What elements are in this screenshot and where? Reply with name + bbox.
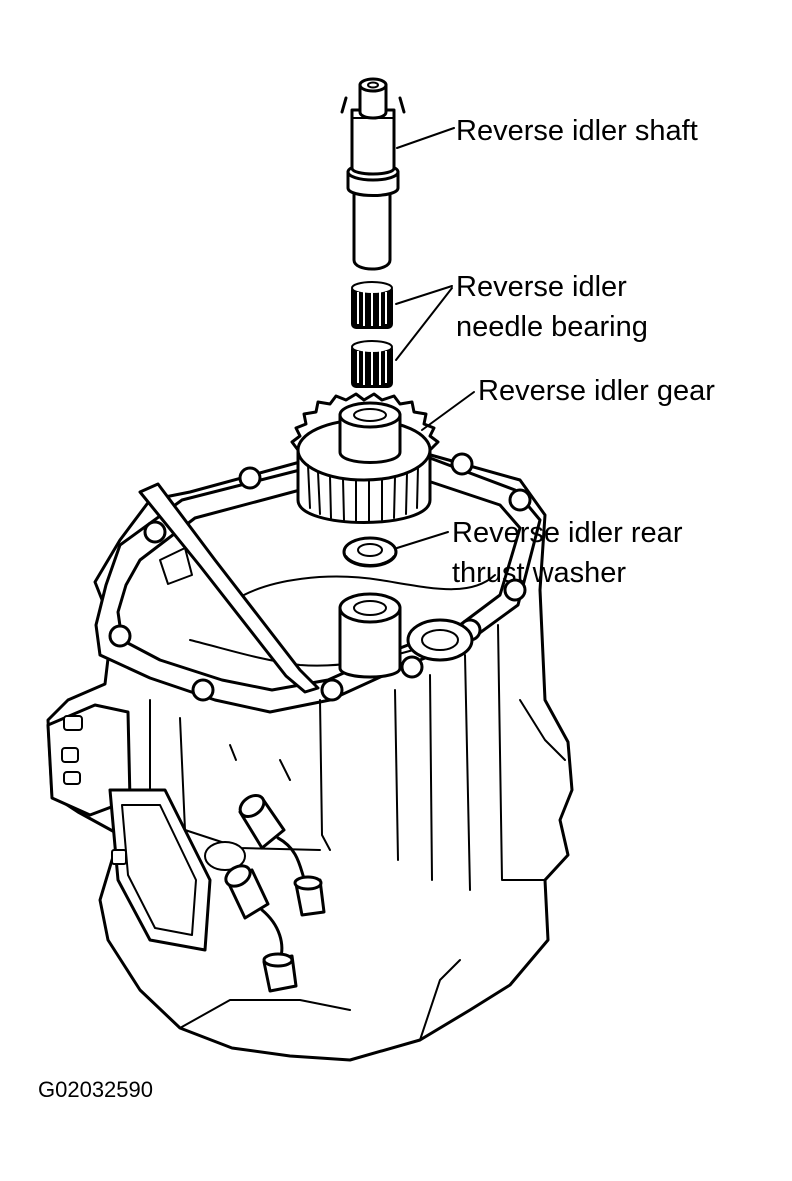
idler-shaft-boss [338, 592, 402, 679]
figure-id: G02032590 [38, 1077, 153, 1102]
bolt-hole [508, 488, 532, 512]
transmission-case [46, 450, 574, 1062]
case-cover-plate [108, 788, 246, 952]
bolt-hole [450, 452, 474, 476]
case-rib [319, 699, 331, 851]
bolt-hole [108, 624, 132, 648]
leader-bearing-upper [395, 285, 453, 305]
leader-lines [395, 127, 475, 549]
label-thrust-washer-line1: Reverse idler rear [452, 517, 683, 549]
case-inner-cavity [234, 574, 496, 601]
sensor-connector-lower [224, 864, 298, 993]
gear-teeth [307, 464, 419, 522]
leader-washer [396, 531, 449, 549]
label-needle-bearing-line1: Reverse idler [456, 271, 627, 303]
leader-bearing-lower [395, 287, 453, 361]
leader-shaft [396, 127, 455, 149]
needle-bearing-upper [351, 281, 393, 329]
bolt-hole [143, 520, 167, 544]
label-thrust-washer-line2: thrust washer [452, 557, 626, 589]
label-needle-bearing-line2: needle bearing [456, 311, 648, 343]
reverse-idler-shaft [340, 77, 406, 271]
leader-gear [421, 391, 475, 431]
reverse-idler-gear [290, 392, 440, 524]
bolt-hole [238, 466, 262, 490]
rear-thrust-washer [342, 536, 398, 568]
case-port-boss [406, 618, 474, 662]
case-gasket-strip [138, 482, 320, 694]
needle-bearing-lower [351, 340, 393, 388]
callout-labels: Reverse idler shaft Reverse idler needle… [452, 115, 715, 589]
shaft-retaining-tab [340, 96, 406, 114]
bolt-hole [320, 678, 344, 702]
bolt-hole [400, 655, 424, 679]
bolt-hole [503, 578, 527, 602]
sensor-connector-upper [238, 794, 326, 917]
label-reverse-idler-shaft: Reverse idler shaft [456, 115, 698, 147]
label-reverse-idler-gear: Reverse idler gear [478, 375, 715, 407]
bolt-hole [191, 678, 215, 702]
